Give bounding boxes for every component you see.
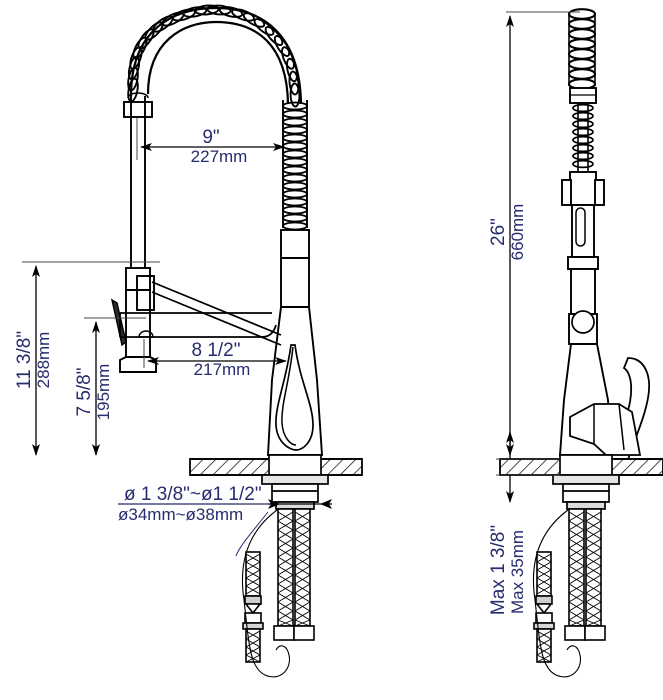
dim-spout-height-imperial: 11 3/8" [14,331,35,389]
dim-spout-projection-metric: 217mm [194,360,251,379]
dim-spout-clearance-metric: 195mm [94,364,113,421]
hose-loop-line-right [532,509,582,678]
spring-column [282,100,308,231]
pull-down-hose-right [533,551,555,663]
spring-coil-arch [127,4,303,108]
hose-loop-line [241,509,291,678]
spray-head-body [266,229,324,456]
side-collar [569,87,597,104]
dim-max-deck-imperial: Max 1 3/8" [488,525,509,615]
dimension-spout-reach: 9" 227mm [136,118,285,166]
dimension-spout-projection: 8 1/2" 217mm [143,339,287,379]
side-hose-coil [572,103,594,172]
dimension-spout-clearance: 7 5/8" 195mm [74,317,146,456]
dim-spout-clearance-imperial: 7 5/8" [74,367,95,416]
supply-hoses-left [241,508,315,678]
side-spray-head [561,171,605,258]
dimension-max-deck-thickness: Max 1 3/8" Max 35mm [488,431,560,615]
dim-overall-height-metric: 660mm [508,204,527,261]
pull-down-hose [242,551,264,663]
dim-spout-reach-imperial: 9" [202,127,219,148]
dimension-mounting-hole: ø 1 3/8"~ø1 1/2" ø34mm~ø38mm [118,484,332,557]
faucet-post [110,92,157,373]
side-view: 26" 660mm Max 1 3/8" Max 35mm [488,8,663,678]
dim-spout-height-metric: 288mm [34,332,53,389]
dim-overall-height-imperial: 26" [488,218,509,246]
dimension-overall-height: 26" 660mm [488,11,580,456]
hose-main-right [564,508,606,641]
side-spout [119,312,277,338]
dim-max-deck-metric: Max 35mm [508,530,527,614]
supply-hoses-right [532,508,606,678]
dimension-spout-height: 11 3/8" 288mm [14,261,160,456]
mounting-hardware-right [552,454,620,510]
hose-main [273,508,315,641]
dim-mounting-hole-imperial: ø 1 3/8"~ø1 1/2" [124,484,262,505]
dim-spout-reach-metric: 227mm [191,147,248,166]
dim-spout-projection-imperial: 8 1/2" [191,340,240,361]
dim-mounting-hole-metric: ø34mm~ø38mm [118,505,243,524]
front-view: 9" 227mm 11 3/8" 288mm 7 5/8" 195mm 8 1/… [14,4,363,678]
